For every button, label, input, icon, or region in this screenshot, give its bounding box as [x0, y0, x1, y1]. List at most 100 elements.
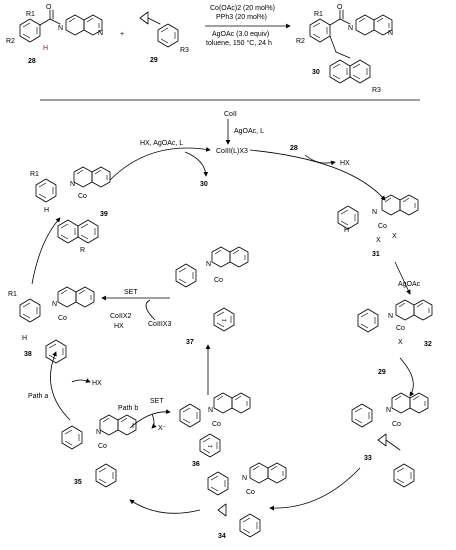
co-label-36: Co	[212, 421, 221, 428]
condition-oxidant: AgOAc (3.0 equiv)	[212, 31, 269, 38]
cobalt-ii-start: CoII	[224, 111, 237, 118]
r-label-39: R	[80, 247, 85, 254]
intermediate-36: N Co •+ 36	[179, 392, 251, 468]
arrow-31-32	[394, 261, 411, 295]
highlighted-h-label: H	[43, 45, 48, 52]
co-iii-reagent: CoIIIX3	[148, 321, 171, 328]
arrow-33-34	[269, 467, 361, 511]
compound-29: R3 29	[139, 11, 189, 64]
hx-release-arrow	[304, 154, 336, 166]
intermediate-38: R1 N Co H 38	[8, 286, 95, 364]
oxygen-label-30: O	[337, 4, 343, 11]
n-label-36: N	[208, 407, 213, 414]
arrow-34-35	[129, 499, 201, 514]
n-label-38: N	[52, 301, 57, 308]
n-label-33: N	[386, 407, 391, 414]
compound-label-30: 30	[312, 69, 320, 76]
path-a-label: Path a	[28, 393, 48, 400]
n-label-31: N	[372, 209, 377, 216]
active-catalyst: CoIII(L)X3	[216, 148, 248, 155]
arrow-x-minus	[151, 413, 157, 429]
hx-product: HX	[114, 323, 124, 330]
arrow-38-39	[31, 217, 61, 285]
condition-solvent: toluene, 150 °C, 24 h	[206, 39, 272, 47]
condition-catalyst: Co(OAc)2 (20 mol%)	[210, 5, 275, 12]
r2-label-30: R2	[296, 38, 305, 45]
co-label-35: Co	[98, 443, 107, 450]
product-release-arrow	[184, 151, 209, 177]
intermediate-31: N Co H X X 31	[337, 194, 419, 258]
x-label-31b: X	[392, 233, 397, 240]
condition-ligand: PPh3 (20 mol%)	[216, 14, 267, 21]
label-39: 39	[100, 211, 108, 218]
regeneration-arrow	[109, 146, 211, 181]
compound-28: O N N R1 R2 H 28	[6, 4, 103, 65]
x-label-32: X	[398, 339, 403, 346]
x-label-31a: X	[376, 237, 381, 244]
hx-out: HX	[340, 160, 350, 167]
hx-left-label: HX	[92, 380, 102, 387]
co-label-37: Co	[214, 277, 223, 284]
n-label-34: N	[242, 475, 247, 482]
h-label-31: H	[344, 227, 349, 234]
radical-cation-36: •+	[208, 444, 213, 450]
label-35: 35	[74, 479, 82, 486]
intermediate-33: N Co 33	[351, 392, 429, 488]
label-31: 31	[372, 251, 380, 258]
compound-30: O N N R1 R2 R3 30	[296, 4, 393, 94]
n-label-35: N	[96, 429, 101, 436]
compound-label-28: 28	[28, 58, 36, 65]
quinoline-n-label-30: N	[388, 30, 393, 37]
product-30-out: 30	[200, 181, 208, 188]
co-label-32: Co	[396, 325, 405, 332]
r3-label-29: R3	[180, 47, 189, 54]
n-label-39: N	[70, 181, 75, 188]
arrow-hx-left	[71, 378, 91, 383]
label-38: 38	[24, 351, 32, 358]
arrow-path-a	[50, 351, 71, 421]
path-b-label: Path b	[118, 405, 138, 412]
catalytic-cycle: CoII AgOAc, L CoIII(L)X3 HX, AgOAc, L 30…	[8, 111, 433, 540]
compound-label-29: 29	[150, 57, 158, 64]
r2-label: R2	[6, 38, 15, 45]
r1-label-39: R1	[30, 171, 39, 178]
label-37: 37	[186, 339, 194, 346]
activation-reagents: AgOAc, L	[234, 128, 264, 135]
agoac-label: AgOAc	[398, 281, 421, 288]
quinoline-n-label: N	[98, 30, 103, 37]
ch-activation-arrow	[249, 149, 386, 201]
nh-label: N	[58, 25, 63, 32]
nh-label-30: N	[348, 25, 353, 32]
co-ii-product: CoIIX2	[110, 313, 132, 320]
co-label-38: Co	[58, 315, 67, 322]
h-label-39: H	[44, 207, 49, 214]
substrate-28-in: 28	[290, 145, 298, 152]
label-34: 34	[218, 533, 226, 540]
r1-label-30: R1	[314, 11, 323, 18]
label-32: 32	[424, 341, 432, 348]
arrow-32-33	[399, 357, 415, 397]
intermediate-35: N Co 35	[61, 414, 137, 488]
oxygen-label: O	[46, 4, 52, 11]
regeneration-reagents: HX, AgOAc, L	[140, 140, 183, 147]
arrow-path-b	[129, 409, 171, 429]
intermediate-37: N Co •+ 37	[175, 246, 249, 346]
h-label-38: H	[22, 335, 27, 342]
radical-cation-37: •+	[222, 318, 227, 324]
intermediate-39: R1 N Co H R 39	[30, 166, 111, 254]
r1-label: R1	[26, 11, 35, 18]
r3-label-30: R3	[372, 87, 381, 94]
label-33: 33	[364, 455, 372, 462]
substrate-29-in: 29	[378, 369, 386, 376]
x-minus-label: X⁻	[158, 425, 167, 432]
intermediate-32: N Co X 32	[357, 299, 433, 348]
co-exchange-arrow	[145, 299, 156, 321]
co-label-39: Co	[78, 193, 87, 200]
top-reaction: O N N R1 R2 H 28 + R3 29 Co(OAc)2 (20 mo…	[6, 4, 393, 94]
set-label-2: SET	[124, 289, 138, 296]
n-label-32: N	[388, 313, 393, 320]
co-label-31: Co	[378, 223, 387, 230]
r1-label-38: R1	[8, 291, 17, 298]
plus-sign: +	[120, 31, 124, 38]
